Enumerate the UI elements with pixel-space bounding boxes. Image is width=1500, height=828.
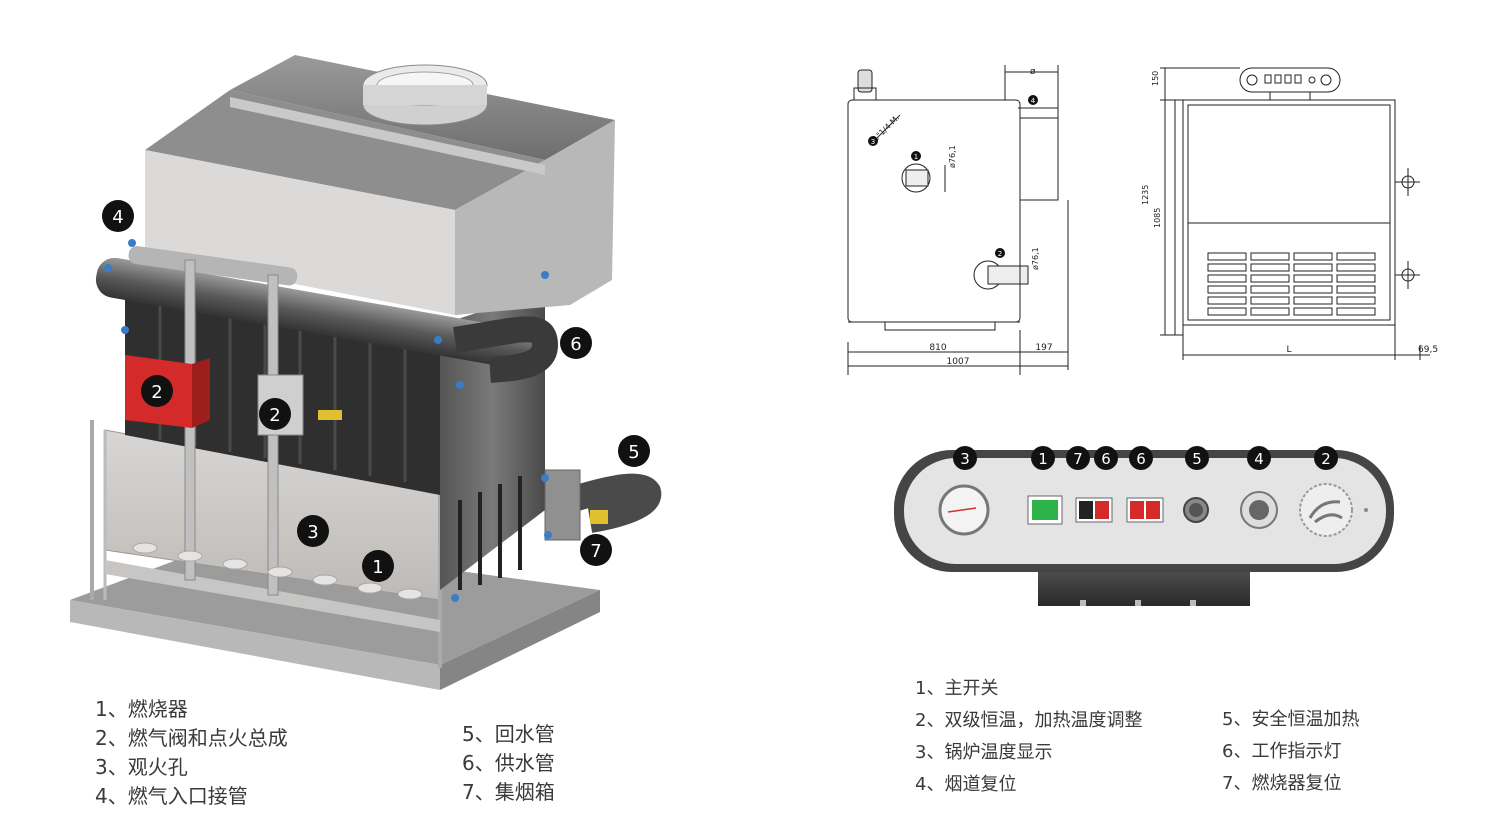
legend-item: 6、供水管 [462, 751, 555, 775]
svg-text:7: 7 [1073, 450, 1083, 468]
panel-marker-7: 7 [1066, 446, 1090, 470]
svg-text:4: 4 [1254, 450, 1264, 468]
panel-marker-3: 3 [953, 446, 977, 470]
svg-text:1235: 1235 [1141, 185, 1150, 205]
svg-text:1: 1 [914, 153, 918, 161]
supply-pipe [453, 316, 559, 383]
svg-text:3: 3 [960, 450, 970, 468]
panel-marker-5: 5 [1185, 446, 1209, 470]
side-marker-2: 2 [995, 248, 1005, 258]
gas-inlet-pipe [128, 246, 298, 286]
panel-marker-6b: 6 [1129, 446, 1153, 470]
svg-text:1: 1 [372, 557, 383, 578]
svg-text:1085: 1085 [1153, 208, 1162, 228]
base-plate-side [440, 590, 600, 690]
svg-text:ø76,1: ø76,1 [1031, 247, 1040, 270]
panel-marker-2: 2 [1314, 446, 1338, 470]
svg-text:3: 3 [307, 522, 318, 543]
svg-text:150: 150 [1151, 71, 1160, 86]
side-marker-3: 3 [868, 136, 878, 146]
callout-2a: 2 [141, 375, 173, 407]
boiler-callouts: 1 2 2 3 4 5 6 7 [0, 0, 700, 700]
front-body [1182, 99, 1396, 326]
legend-right-col1: 1、主开关 2、双级恒温，加热温度调整 3、锅炉温度显示 4、烟道复位 [915, 673, 1142, 801]
callout-1: 1 [362, 550, 394, 582]
svg-text:1: 1 [1038, 450, 1048, 468]
callout-5: 5 [618, 435, 650, 467]
svg-text:6: 6 [570, 334, 581, 355]
callout-7: 7 [580, 534, 612, 566]
svg-text:ø: ø [1030, 67, 1036, 77]
callout-2b: 2 [259, 398, 291, 430]
side-marker-1: 1 [911, 151, 921, 161]
legend-left-col1: 1、燃烧器 2、燃气阀和点火总成 3、观火孔 4、燃气入口接管 [95, 695, 288, 811]
svg-text:4: 4 [112, 207, 123, 228]
legend-item: 3、锅炉温度显示 [915, 742, 1053, 763]
legend-item: 4、烟道复位 [915, 774, 1017, 795]
svg-text:2: 2 [151, 382, 162, 403]
svg-text:5: 5 [1192, 450, 1202, 468]
svg-text:2: 2 [269, 405, 280, 426]
smoke-box-side [455, 120, 615, 315]
legend-item: 2、燃气阀和点火总成 [95, 726, 288, 750]
control-panel-illustration: 3 1 7 6 6 5 4 2 [894, 446, 1394, 606]
legend-item: 6、工作指示灯 [1222, 741, 1342, 762]
panel-marker-1: 1 [1031, 446, 1055, 470]
base-plate-front [70, 600, 440, 690]
svg-text:4: 4 [1031, 97, 1036, 105]
svg-text:2: 2 [998, 250, 1002, 258]
legend-item: 5、回水管 [462, 722, 555, 746]
svg-text:3: 3 [871, 138, 875, 146]
legend-item: 5、安全恒温加热 [1222, 709, 1360, 730]
front-view-drawing: 150 1235 1085 L 69,5 [1141, 67, 1438, 360]
side-marker-4: 4 [1028, 95, 1038, 105]
side-view-drawing: ø 1"1/4 M. ø76,1 ø76,1 810 197 1007 1 2 … [847, 65, 1069, 375]
smoke-box-front [145, 150, 455, 315]
legend-item: 4、燃气入口接管 [95, 784, 248, 808]
front-control-panel [1239, 67, 1341, 93]
legend-item: 1、燃烧器 [95, 697, 188, 721]
svg-text:6: 6 [1101, 450, 1111, 468]
svg-text:810: 810 [929, 343, 946, 353]
panel-marker-6a: 6 [1094, 446, 1118, 470]
svg-text:6: 6 [1136, 450, 1146, 468]
thermostat-knob [1299, 483, 1353, 537]
legend-item: 7、集烟箱 [462, 780, 555, 804]
svg-text:1007: 1007 [947, 357, 970, 367]
legend-left-col2: 5、回水管 6、供水管 7、集烟箱 [462, 720, 555, 807]
indicator-lamp-b [1146, 501, 1160, 519]
burner-reset-button [1079, 501, 1093, 519]
svg-text:L: L [1286, 345, 1291, 355]
callout-6: 6 [560, 327, 592, 359]
boiler-illustration [70, 55, 662, 690]
callout-4: 4 [102, 200, 134, 232]
svg-text:5: 5 [628, 442, 639, 463]
svg-text:197: 197 [1035, 343, 1052, 353]
legend-right-col2: 5、安全恒温加热 6、工作指示灯 7、燃烧器复位 [1222, 704, 1359, 800]
legend-item: 7、燃烧器复位 [1222, 773, 1342, 794]
svg-text:7: 7 [590, 541, 601, 562]
top-cover-front-slope [145, 90, 545, 210]
callout-3: 3 [297, 515, 329, 547]
legend-item: 2、双级恒温，加热温度调整 [915, 710, 1143, 731]
svg-text:69,5: 69,5 [1418, 345, 1438, 355]
manifold-pipe [95, 257, 541, 370]
legend-item: 1、主开关 [915, 678, 999, 699]
panel-marker-4: 4 [1247, 446, 1271, 470]
svg-text:2: 2 [1321, 450, 1331, 468]
indicator-lamp-a [1130, 501, 1144, 519]
svg-text:ø76,1: ø76,1 [948, 145, 957, 168]
return-pipe [550, 473, 662, 533]
burner-reset-lamp [1095, 501, 1109, 519]
legend-item: 3、观火孔 [95, 755, 188, 779]
